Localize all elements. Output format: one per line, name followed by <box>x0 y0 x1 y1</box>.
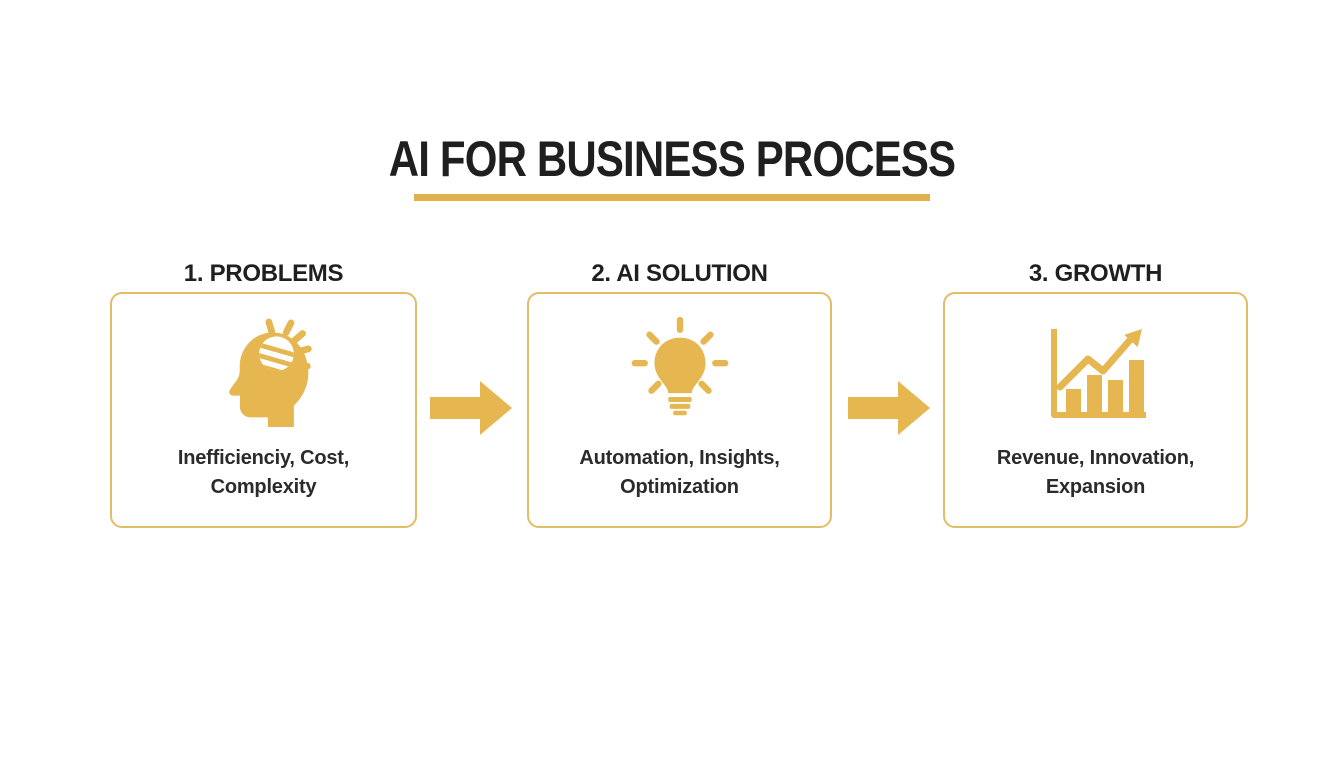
description-line: Optimization <box>620 476 739 498</box>
step-heading-problems: 1. PROBLEMS <box>183 260 344 287</box>
step-heading-growth: 3. GROWTH <box>1028 260 1163 287</box>
description-line: Automation, Insights, <box>579 447 780 469</box>
description-line: Expansion <box>1045 476 1146 498</box>
description-line: Inefficienciy, Cost, <box>177 447 350 469</box>
step-card-ai-solution: Automation, Insights, Optimization <box>527 292 832 528</box>
step-card-growth: Revenue, Innovation, Expansion <box>943 292 1248 528</box>
growth-chart-icon <box>1040 314 1152 432</box>
step-description-ai-solution: Automation, Insights, Optimization <box>579 444 779 502</box>
lightbulb-icon <box>626 314 734 432</box>
description-line: Revenue, Innovation, <box>996 447 1195 469</box>
flow-arrow-icon <box>848 381 930 435</box>
step-card-problems: Inefficienciy, Cost, Complexity <box>110 292 417 528</box>
step-description-problems: Inefficienciy, Cost, Complexity <box>178 444 349 502</box>
flow-arrow-icon <box>430 381 512 435</box>
step-heading-ai-solution: 2. AI SOLUTION <box>591 260 768 287</box>
head-spark-icon <box>211 314 317 432</box>
step-description-growth: Revenue, Innovation, Expansion <box>997 444 1194 502</box>
page-title: AI FOR BUSINESS PROCESS <box>388 131 956 187</box>
title-underline <box>414 194 930 201</box>
description-line: Complexity <box>210 476 317 498</box>
